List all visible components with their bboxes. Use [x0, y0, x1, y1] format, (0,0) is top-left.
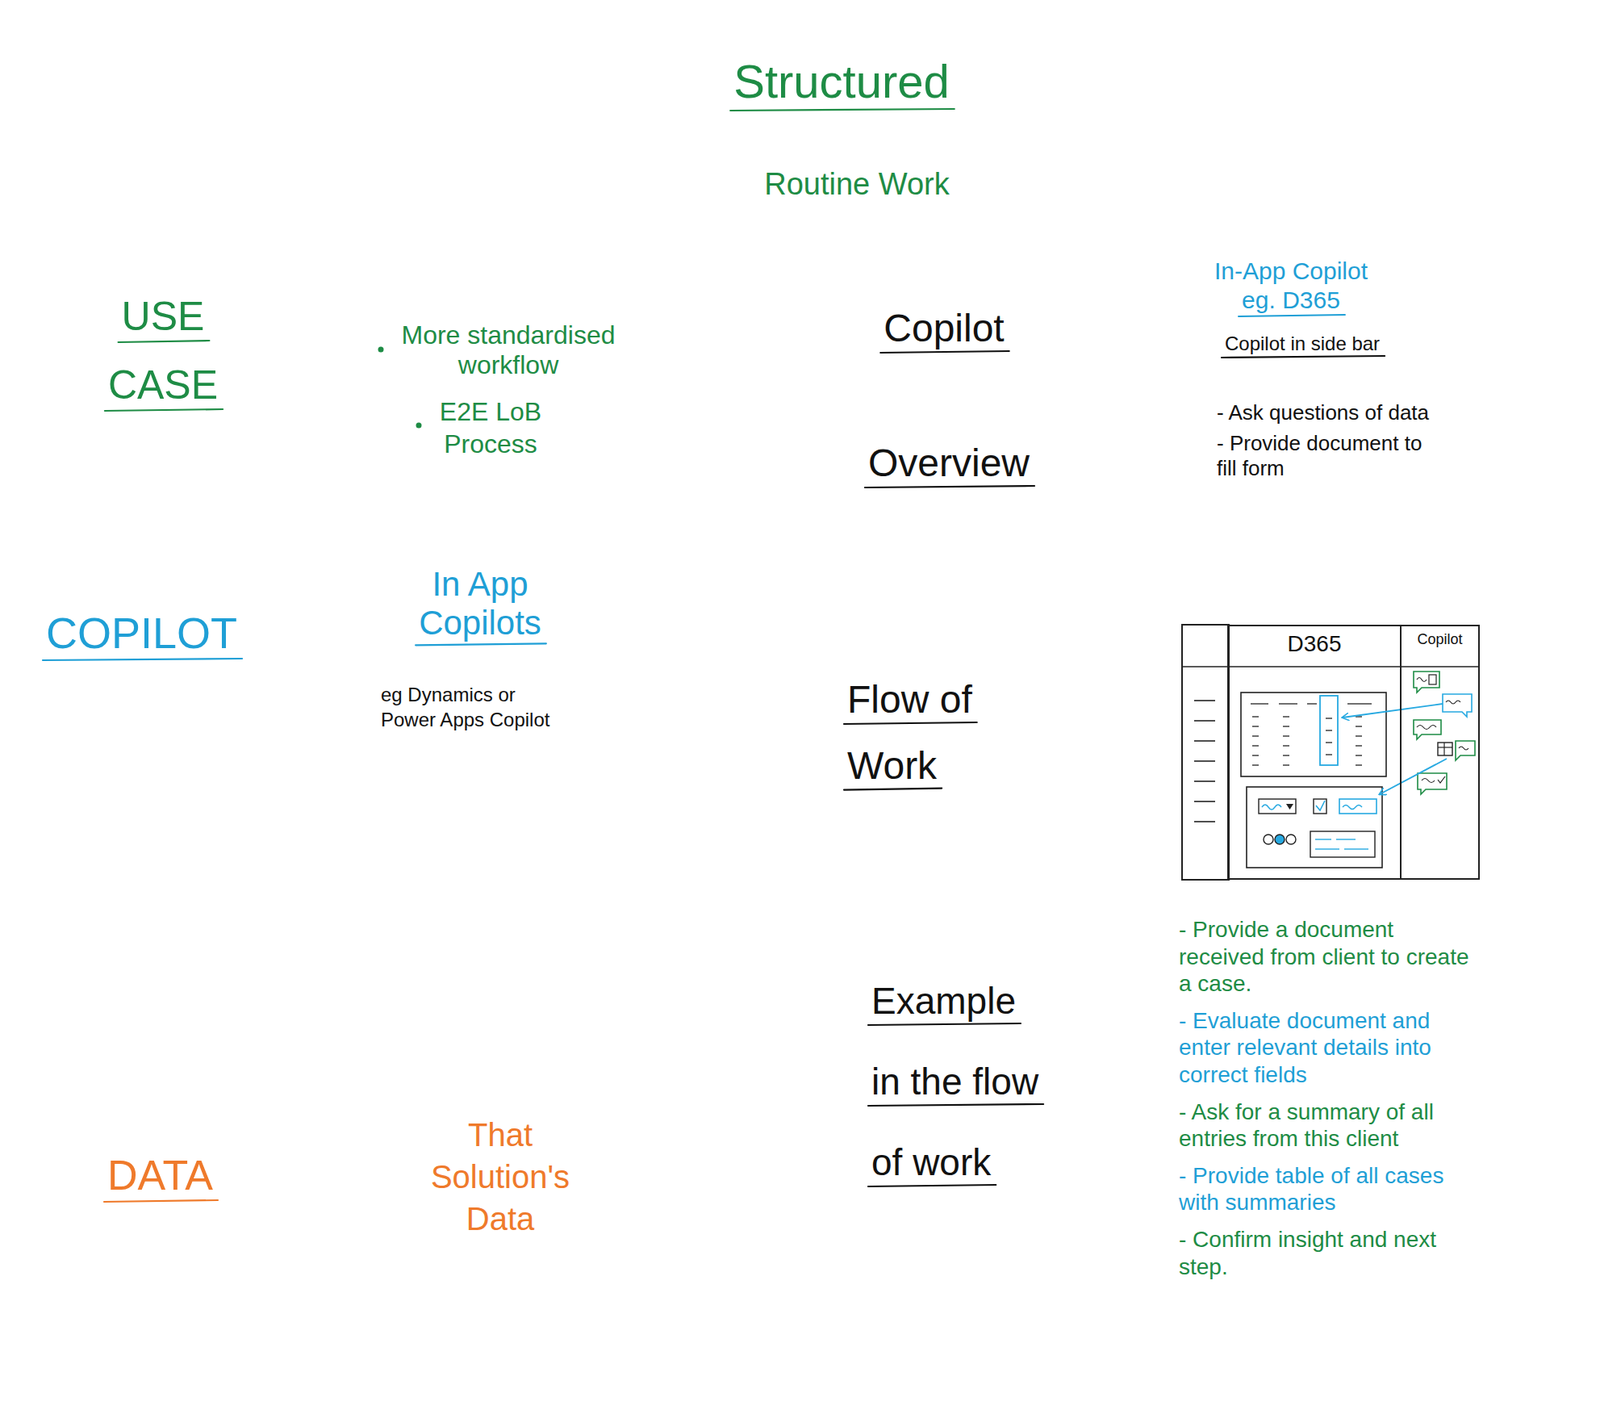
note-text: Copilot in side bar: [1224, 332, 1380, 356]
panel-title: Copilot: [1401, 626, 1479, 648]
bullet-text: More standardised workflow: [387, 320, 630, 381]
table-rows: [1250, 703, 1372, 765]
chat-bubbles: [1413, 671, 1475, 794]
board-title: Structured: [733, 53, 950, 110]
note-item: - Provide document to fill form: [1216, 430, 1439, 481]
cell-heading: In App Copilots: [387, 564, 573, 644]
underline-stroke: [1221, 355, 1385, 358]
row-heading: DATA: [107, 1149, 214, 1200]
underline-stroke: [868, 1103, 1044, 1106]
column-heading: Example in the flow of work: [871, 960, 1053, 1203]
column-heading: Flow of Work: [847, 666, 1049, 798]
underline-stroke: [1238, 314, 1346, 317]
example-step: - Ask for a summary of all entries from …: [1178, 1098, 1482, 1153]
data-table: [1240, 692, 1387, 777]
underline-stroke: [730, 108, 955, 111]
column-heading: Copilot: [883, 304, 1004, 352]
underline-stroke: [868, 1023, 1021, 1025]
bullet-dot: [416, 422, 422, 429]
underline-stroke: [415, 643, 547, 645]
note-item: - Ask questions of data: [1216, 400, 1429, 426]
column-heading: Overview: [868, 439, 1030, 487]
underline-stroke: [880, 350, 1009, 353]
example-step: - Confirm insight and next step.: [1178, 1225, 1482, 1280]
bullet-dot: [378, 346, 385, 353]
pointer-arrows: [1342, 703, 1447, 794]
underline-stroke: [104, 1199, 218, 1202]
form-fields: [1258, 798, 1377, 857]
app-window-panel: D365: [1227, 624, 1402, 880]
highlighted-column: [1320, 695, 1338, 765]
cell-note: eg Dynamics or Power Apps Copilot: [380, 681, 563, 732]
underline-stroke: [104, 409, 223, 411]
subtitle: Routine Work: [764, 166, 950, 204]
underline-stroke: [864, 485, 1035, 488]
underline-stroke: [42, 658, 243, 661]
underline-stroke: [118, 340, 210, 343]
row-heading: USE CASE: [94, 282, 232, 420]
cell-heading: That Solution's Data: [403, 1113, 598, 1240]
underline-stroke: [843, 722, 978, 724]
example-heading: In-App Copilot eg. D365: [1202, 256, 1380, 315]
underline-stroke: [843, 788, 942, 790]
nav-column: [1182, 624, 1229, 880]
underline-stroke: [868, 1184, 996, 1187]
panel-title: D365: [1228, 626, 1400, 657]
example-step: - Provide a document received from clien…: [1178, 915, 1482, 998]
copilot-sidebar-panel: Copilot: [1399, 624, 1480, 880]
example-step: - Evaluate document and enter relevant d…: [1178, 1006, 1482, 1089]
example-step: - Provide table of all cases with summar…: [1178, 1161, 1482, 1216]
form-panel: [1246, 786, 1383, 868]
nav-items: [1194, 700, 1216, 822]
row-heading: COPILOT: [45, 606, 238, 660]
bullet-text: E2E LoB Process: [426, 395, 556, 460]
